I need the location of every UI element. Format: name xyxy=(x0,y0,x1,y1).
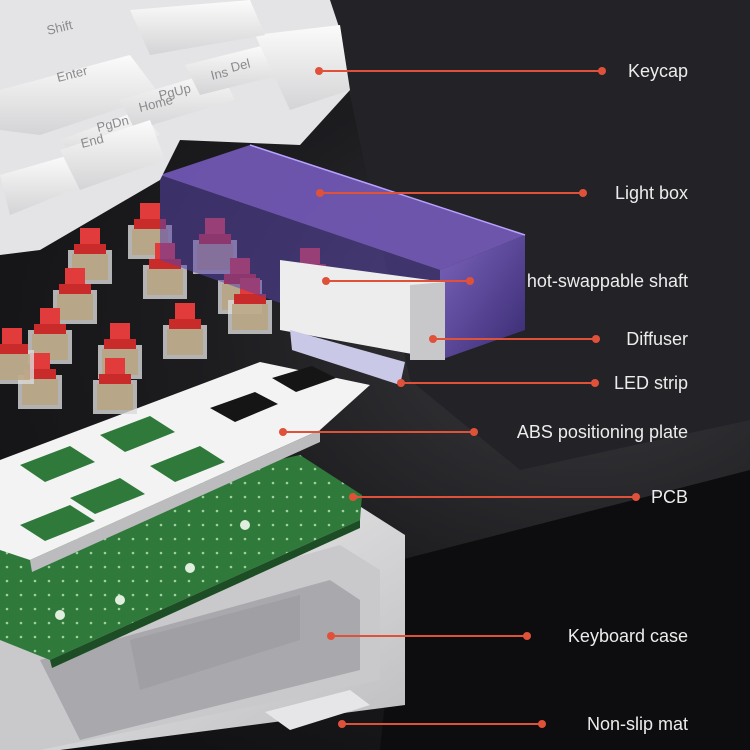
keycap-shift-legend: Shift xyxy=(45,17,74,38)
callout-line xyxy=(283,431,476,433)
keycap-enter-legend: Enter xyxy=(55,63,89,85)
callout-label: ABS positioning plate xyxy=(516,422,688,442)
callout-line xyxy=(331,635,527,637)
callout-dot-end xyxy=(632,493,640,501)
keyboard-case xyxy=(0,500,405,750)
callout-dot-end xyxy=(579,189,587,197)
callout-line xyxy=(433,338,596,340)
callout-label: Keycap xyxy=(627,61,688,81)
callout-dot-end xyxy=(466,277,474,285)
keycaps xyxy=(0,0,350,255)
callout-dot-end xyxy=(470,428,478,436)
callout-dot-end xyxy=(523,632,531,640)
callout-label: Light box xyxy=(614,183,688,203)
callout-label: Non-slip mat xyxy=(586,714,688,734)
callout-label: PCB xyxy=(650,487,688,507)
callout-dot-end xyxy=(538,720,546,728)
callout-dot-end xyxy=(591,379,599,387)
callout-dot-end xyxy=(592,335,600,343)
callout-label: Diffuser xyxy=(626,329,688,349)
callout-dot-end xyxy=(598,67,606,75)
background-shadow xyxy=(380,470,750,750)
keycap-del-legend: Del xyxy=(229,56,252,75)
callout-line xyxy=(342,723,542,725)
callout-label: hot-swappable shaft xyxy=(526,271,688,291)
callout-label: LED strip xyxy=(613,373,688,393)
callout-label: Keyboard case xyxy=(567,626,688,646)
callout-line xyxy=(319,70,601,72)
callout-line xyxy=(401,382,593,384)
callout-line xyxy=(353,496,636,498)
callout-line xyxy=(320,192,582,194)
abs-positioning-plate xyxy=(0,362,370,572)
led-strip xyxy=(290,330,405,385)
keycap-end-legend: End xyxy=(79,131,105,151)
keycap-ins-legend: Ins xyxy=(209,64,230,83)
non-slip-mat xyxy=(265,690,370,730)
callout-line xyxy=(326,280,472,282)
